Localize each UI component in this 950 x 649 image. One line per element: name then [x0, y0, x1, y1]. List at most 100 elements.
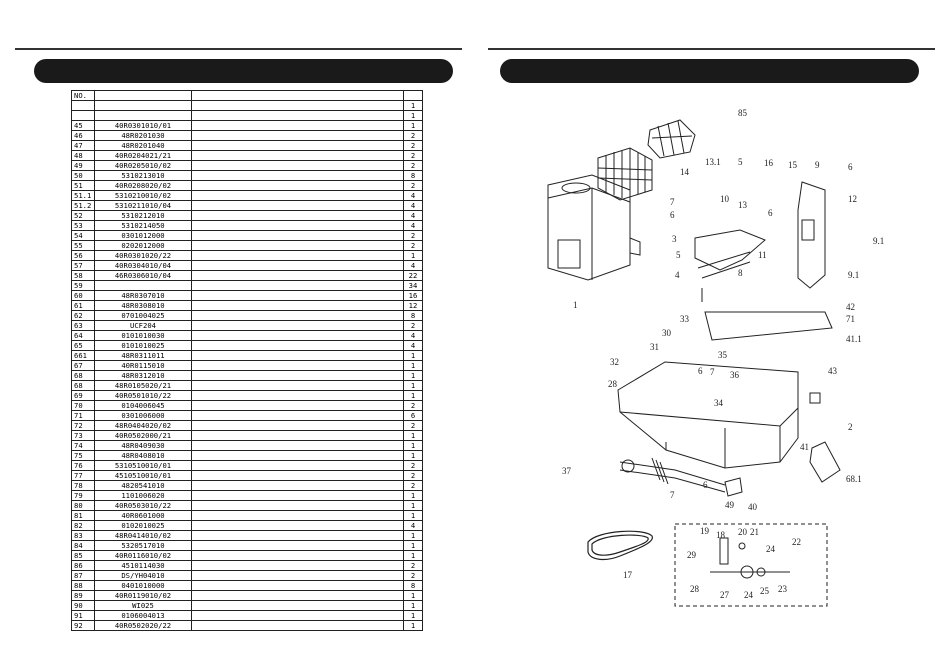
- row-description: [191, 570, 404, 581]
- row-description: [191, 530, 404, 541]
- row-part-no: 1101006020: [94, 490, 192, 501]
- row-qty: 1: [403, 350, 423, 361]
- callout-label: 6: [698, 366, 703, 376]
- row-qty: 1: [403, 500, 423, 511]
- row-no: 48: [71, 150, 95, 161]
- row-qty: 1: [403, 610, 423, 621]
- callout-label: 6: [670, 210, 675, 220]
- row-description: [191, 220, 404, 231]
- engine-drawing: [547, 174, 641, 281]
- row-part-no: 0104006045: [94, 400, 192, 411]
- row-part-no: 40R0501010/22: [94, 390, 192, 401]
- row-part-no: 48R0307010: [94, 290, 192, 301]
- row-no: 70: [71, 400, 95, 411]
- row-description: [191, 160, 404, 171]
- callout-label: 10: [720, 194, 730, 204]
- row-qty: 4: [403, 190, 423, 201]
- row-qty: 2: [403, 470, 423, 481]
- row-description: [191, 110, 404, 121]
- row-description: [191, 290, 404, 301]
- row-no: 82: [71, 520, 95, 531]
- row-qty: 1: [403, 100, 423, 111]
- row-no: 92: [71, 620, 95, 631]
- row-part-no: 5310210010/02: [94, 190, 192, 201]
- callout-label: 17: [623, 570, 633, 580]
- row-no: 79: [71, 490, 95, 501]
- row-part-no: 4510510010/01: [94, 470, 192, 481]
- row-description: [191, 540, 404, 551]
- row-part-no: 40R0205010/02: [94, 160, 192, 171]
- row-qty: 1: [403, 390, 423, 401]
- row-qty: 1: [403, 360, 423, 371]
- row-part-no: 40R0115010: [94, 360, 192, 371]
- right-page-rule: [488, 48, 935, 50]
- row-description: [191, 230, 404, 241]
- row-part-no: 48R0312010: [94, 370, 192, 381]
- callout-label: 20: [738, 527, 748, 537]
- row-qty: 4: [403, 220, 423, 231]
- row-no: 62: [71, 310, 95, 321]
- row-no: 64: [71, 330, 95, 341]
- callout-label: 7: [710, 367, 715, 377]
- row-no: 56: [71, 250, 95, 261]
- callout-label: 14: [680, 167, 690, 177]
- row-description: [191, 600, 404, 611]
- row-description: [191, 260, 404, 271]
- row-description: [191, 140, 404, 151]
- row-description: [191, 610, 404, 621]
- row-qty: 1: [403, 430, 423, 441]
- row-description: [191, 250, 404, 261]
- row-part-no: 0301006000: [94, 410, 192, 421]
- row-part-no: [94, 280, 192, 291]
- row-part-no: 48R0311011: [94, 350, 192, 361]
- callout-label: 5: [738, 157, 743, 167]
- callout-label: 71: [846, 314, 855, 324]
- row-qty: 2: [403, 160, 423, 171]
- row-no: 77: [71, 470, 95, 481]
- callout-label: 1: [573, 300, 578, 310]
- row-no: 46: [71, 130, 95, 141]
- row-part-no: WI025: [94, 600, 192, 611]
- callout-label: 22: [792, 537, 801, 547]
- row-no: 86: [71, 560, 95, 571]
- flap-drawing: [809, 441, 841, 483]
- row-qty: 4: [403, 210, 423, 221]
- row-no: 85: [71, 550, 95, 561]
- row-qty: 1: [403, 600, 423, 611]
- row-no: 47: [71, 140, 95, 151]
- row-description: [191, 120, 404, 131]
- callout-label: 37: [562, 466, 572, 476]
- row-qty: 4: [403, 520, 423, 531]
- row-part-no: 40R0503010/22: [94, 500, 192, 511]
- row-part-no: 48R0201040: [94, 140, 192, 151]
- callout-label: 12: [848, 194, 857, 204]
- row-no: 81: [71, 510, 95, 521]
- row-part-no: 5310214050: [94, 220, 192, 231]
- row-qty: 1: [403, 620, 423, 631]
- table-header-row: NO.: [71, 90, 423, 101]
- row-no: 59: [71, 280, 95, 291]
- row-no: 63: [71, 320, 95, 331]
- callout-label: 41: [800, 442, 809, 452]
- row-qty: 4: [403, 200, 423, 211]
- row-description: [191, 270, 404, 281]
- row-no: 45: [71, 120, 95, 131]
- row-no: 84: [71, 540, 95, 551]
- row-part-no: 48R0414010/02: [94, 530, 192, 541]
- callout-label: 8: [738, 268, 743, 278]
